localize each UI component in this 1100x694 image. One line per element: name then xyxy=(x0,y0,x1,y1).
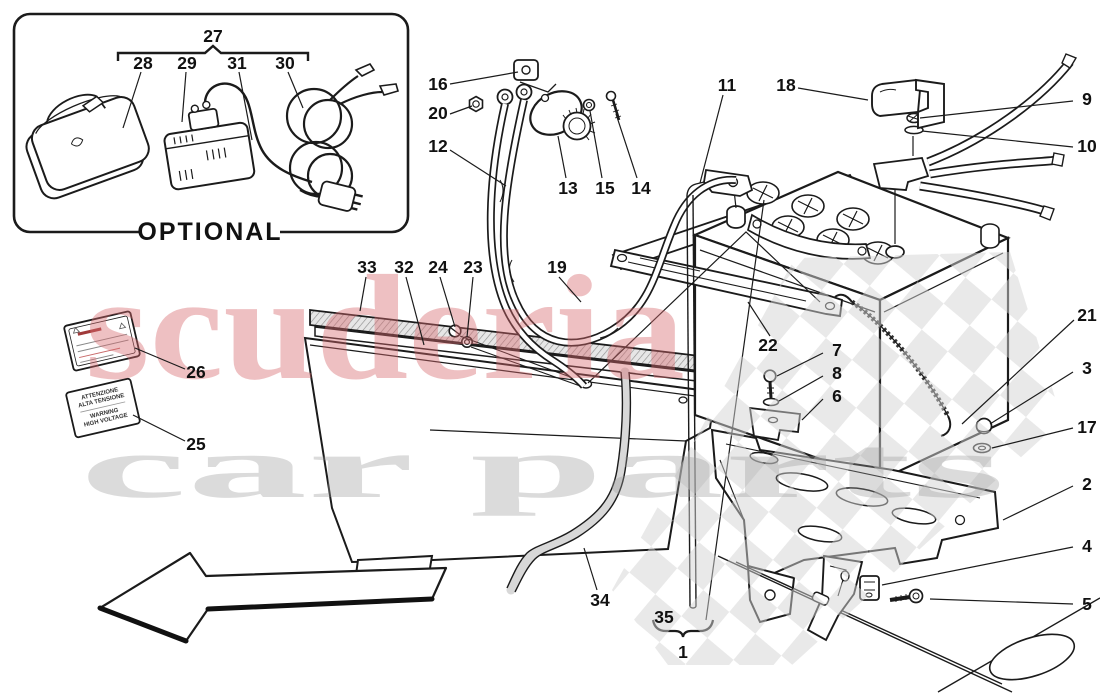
battery-cable-11-art xyxy=(499,99,737,347)
leader-line-30 xyxy=(287,71,304,109)
callout-26: 26 xyxy=(186,362,206,382)
callout-28: 28 xyxy=(133,53,153,73)
callout-32: 32 xyxy=(394,257,414,277)
leader-line-24 xyxy=(439,276,456,328)
optional-caption-bg xyxy=(140,218,280,244)
leader-line-32 xyxy=(405,276,425,346)
battery-cables-art xyxy=(919,53,1078,221)
power-plug-art xyxy=(317,180,363,212)
callout-30: 30 xyxy=(275,53,295,73)
callout-33: 33 xyxy=(357,257,377,277)
callout-21: 21 xyxy=(1077,305,1097,325)
callout-34: 34 xyxy=(590,590,610,610)
far-terminal-post xyxy=(980,223,1000,249)
leader-line-28 xyxy=(122,71,142,129)
callout-25: 25 xyxy=(186,434,206,454)
leader-line-13 xyxy=(557,135,567,179)
checker-flag-watermark xyxy=(612,252,1062,665)
callout-23: 23 xyxy=(463,257,483,277)
callout-24: 24 xyxy=(428,257,448,277)
screw-14-art xyxy=(605,90,622,121)
callout-9: 9 xyxy=(1082,89,1092,109)
callout-35: 35 xyxy=(654,607,674,627)
callout-12: 12 xyxy=(428,136,448,156)
callout-14: 14 xyxy=(631,178,651,198)
group-27-bracket xyxy=(116,44,310,61)
battery-cable-12-art xyxy=(486,103,588,389)
callout-20: 20 xyxy=(428,103,448,123)
leader-line-3 xyxy=(989,371,1074,425)
leader-line-34 xyxy=(583,547,598,591)
leader-line-23 xyxy=(466,276,474,338)
callout-17: 17 xyxy=(1077,417,1096,437)
leader-line-33 xyxy=(359,276,367,312)
callout-5: 5 xyxy=(1082,594,1092,614)
callout-3: 3 xyxy=(1082,358,1092,378)
screw-5-art xyxy=(889,588,924,604)
leader-line-20 xyxy=(449,105,473,115)
leader-line-15 xyxy=(589,110,603,179)
jumper-cables-art xyxy=(285,63,399,212)
strip-screw-art xyxy=(448,324,584,388)
callout-19: 19 xyxy=(547,257,567,277)
leader-line-26 xyxy=(134,347,186,370)
callout-11: 11 xyxy=(718,75,737,95)
callout-4: 4 xyxy=(1082,536,1092,556)
leader-line-5 xyxy=(929,598,1074,605)
callout-6: 6 xyxy=(832,386,842,406)
leader-line-18 xyxy=(797,87,869,101)
leader-line-22 xyxy=(747,301,771,337)
leader-line-21 xyxy=(961,319,1075,425)
battery-bag-art xyxy=(25,93,150,200)
leader-line-2 xyxy=(1002,485,1074,521)
leader-line-14 xyxy=(615,113,638,179)
callout-31: 31 xyxy=(227,53,247,73)
leader-line-6 xyxy=(801,398,824,421)
leader-line-10 xyxy=(921,130,1074,148)
leader-line-4 xyxy=(881,546,1074,586)
leader-line-12 xyxy=(449,149,507,187)
leader-line-17 xyxy=(991,427,1074,449)
leader-line-25 xyxy=(132,414,186,442)
optional-kit-box: OPTIONAL xyxy=(12,12,410,246)
leader-lines xyxy=(122,71,1075,605)
callout-18: 18 xyxy=(776,75,796,95)
callout-7: 7 xyxy=(832,340,842,360)
callout-8: 8 xyxy=(832,363,842,383)
leader-line-8 xyxy=(778,375,824,402)
callout-13: 13 xyxy=(558,178,578,198)
charger-connector xyxy=(187,107,220,132)
direction-arrow xyxy=(97,551,448,644)
leader-line-31 xyxy=(238,71,253,141)
warning-label-25-high-voltage: ATTENZIONE ALTA TENSIONE WARNING HIGH VO… xyxy=(65,377,141,439)
leader-line-19 xyxy=(558,276,582,303)
callout-22: 22 xyxy=(758,335,778,355)
leader-line-16 xyxy=(449,71,519,85)
leader-line-29 xyxy=(181,71,187,123)
leader-line-7 xyxy=(776,352,824,377)
callout-1: 1 xyxy=(678,642,688,662)
callout-29: 29 xyxy=(177,53,197,73)
callout-10: 10 xyxy=(1077,136,1097,156)
leader-line-11 xyxy=(699,94,724,184)
cutoff-switch-art xyxy=(468,59,622,141)
positive-terminal-stack xyxy=(872,112,930,259)
optional-caption: OPTIONAL xyxy=(137,218,282,246)
callout-16: 16 xyxy=(428,74,448,94)
callout-15: 15 xyxy=(595,178,615,198)
battery-charger-art xyxy=(163,100,256,191)
clip-16-art xyxy=(513,59,557,93)
washer-15-art xyxy=(582,98,596,112)
warning-label-26 xyxy=(63,310,141,372)
callout-27: 27 xyxy=(203,26,222,46)
seal-gasket-art xyxy=(506,367,632,595)
leader-line-9 xyxy=(919,100,1074,119)
callout-2: 2 xyxy=(1082,474,1092,494)
watermark-scuderia: scuderia xyxy=(85,245,685,411)
charger-cable-art xyxy=(203,82,313,184)
nut-20-art xyxy=(468,95,484,113)
watermark-car-parts: car parts xyxy=(80,420,1005,517)
